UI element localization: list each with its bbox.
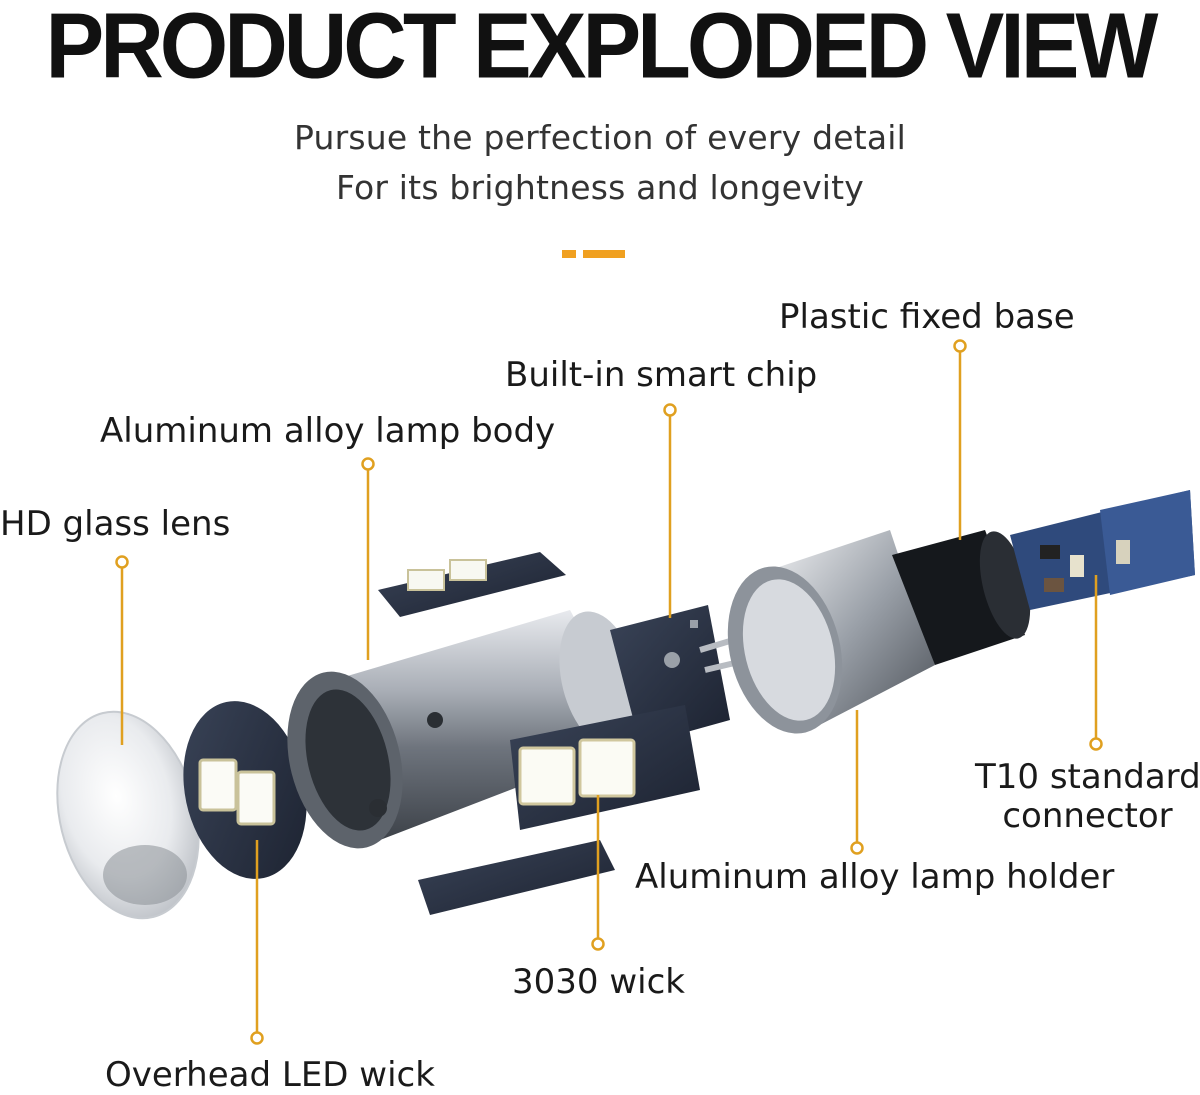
- side-led-strip-top: [378, 552, 566, 617]
- callout-t10-connector: T10 standard connector: [975, 757, 1200, 837]
- subtitle-line-1: Pursue the perfection of every detail: [293, 118, 907, 157]
- subtitle-line-2: For its brightness and longevity: [335, 168, 865, 207]
- glass-lens-part: [56, 710, 200, 920]
- t10-connector-part: [1010, 490, 1195, 610]
- lamp-body-part: [287, 610, 641, 849]
- callout-3030-wick: 3030 wick: [512, 962, 685, 1002]
- callout-t10-line1: T10 standard: [975, 757, 1200, 797]
- callout-plastic-fixed-base: Plastic fixed base: [779, 297, 1075, 337]
- callout-overhead-led-wick: Overhead LED wick: [105, 1055, 435, 1095]
- callout-aluminum-lamp-holder: Aluminum alloy lamp holder: [635, 857, 1115, 897]
- side-led-strip-bottom: [418, 840, 615, 915]
- accent-bar-long: [583, 250, 625, 258]
- callout-t10-line2: connector: [1002, 796, 1173, 837]
- overhead-led-part: [183, 701, 307, 879]
- leader-dots: [115, 339, 1103, 1045]
- page-title: PRODUCT EXPLODED VIEW: [45, 0, 1159, 98]
- callout-built-in-smart-chip: Built-in smart chip: [505, 355, 818, 395]
- leader-lines: [120, 348, 1098, 1036]
- callout-aluminum-lamp-body: Aluminum alloy lamp body: [100, 411, 556, 451]
- callout-hd-glass-lens: HD glass lens: [0, 504, 231, 544]
- front-led-board: [510, 705, 700, 830]
- lamp-holder-part: [727, 530, 935, 734]
- accent-bar-short: [562, 250, 576, 258]
